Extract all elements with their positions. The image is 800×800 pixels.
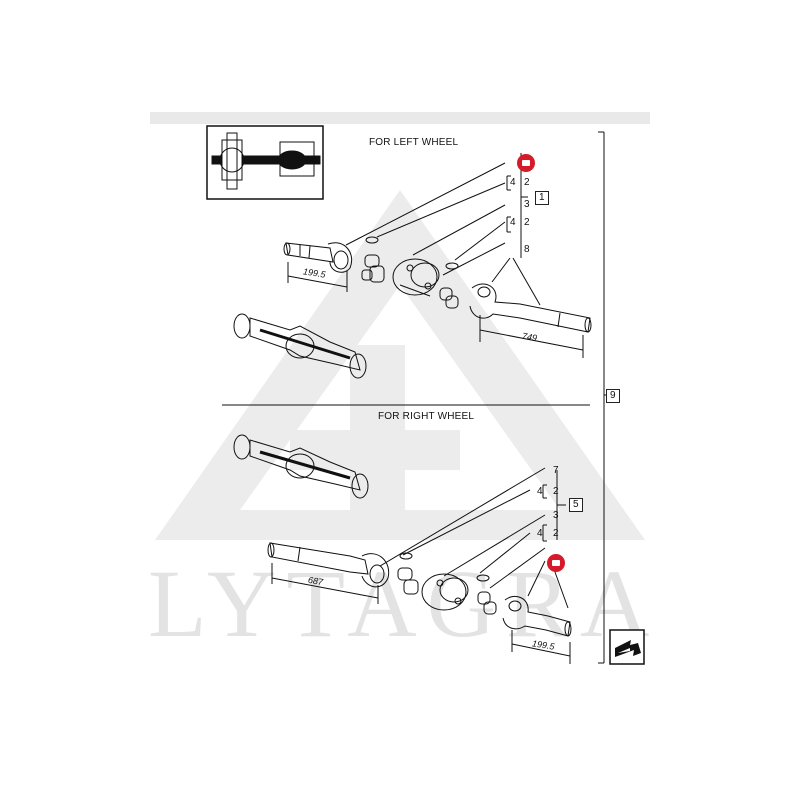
- callout-4[interactable]: 4: [510, 217, 516, 228]
- callout-2[interactable]: 2: [524, 177, 530, 188]
- u-joint-icon: [361, 254, 385, 283]
- yoke-shaft-icon: [469, 283, 592, 333]
- callout-group-5[interactable]: 5: [569, 498, 583, 512]
- yoke-shaft-icon: [267, 542, 390, 588]
- callout-3[interactable]: 3: [524, 199, 530, 210]
- coupling-icon: [421, 573, 469, 611]
- callout-8[interactable]: 8: [524, 244, 530, 255]
- callout-7[interactable]: 7: [553, 465, 559, 476]
- dimension-label: 687: [307, 574, 324, 588]
- coupling-icon: [392, 258, 440, 297]
- hotspot-marker-icon[interactable]: [517, 154, 535, 172]
- axle-housing-icon: [233, 313, 367, 379]
- callout-3[interactable]: 3: [553, 510, 559, 521]
- callout-group-1[interactable]: 1: [535, 191, 549, 205]
- callout-2[interactable]: 2: [553, 486, 559, 497]
- right-wheel-title: FOR RIGHT WHEEL: [378, 411, 475, 422]
- callout-4[interactable]: 4: [510, 177, 516, 188]
- hotspot-marker-icon[interactable]: [547, 554, 565, 572]
- yoke-icon: [327, 242, 352, 273]
- dimension-label: 749: [521, 330, 538, 344]
- callout-4[interactable]: 4: [537, 486, 543, 497]
- callout-4[interactable]: 4: [537, 528, 543, 539]
- callout-group-9[interactable]: 9: [606, 389, 620, 403]
- axle-overview-icon: [211, 132, 321, 190]
- callout-2[interactable]: 2: [524, 217, 530, 228]
- circlip-icon: [365, 236, 379, 244]
- shaft-icon: [283, 242, 334, 263]
- callout-2[interactable]: 2: [553, 528, 559, 539]
- axle-housing-icon: [233, 434, 369, 499]
- watermark-text: LYTAGRA: [148, 550, 660, 657]
- next-page-icon: [615, 640, 641, 657]
- header-strip: [150, 112, 650, 124]
- left-wheel-title: FOR LEFT WHEEL: [369, 137, 459, 148]
